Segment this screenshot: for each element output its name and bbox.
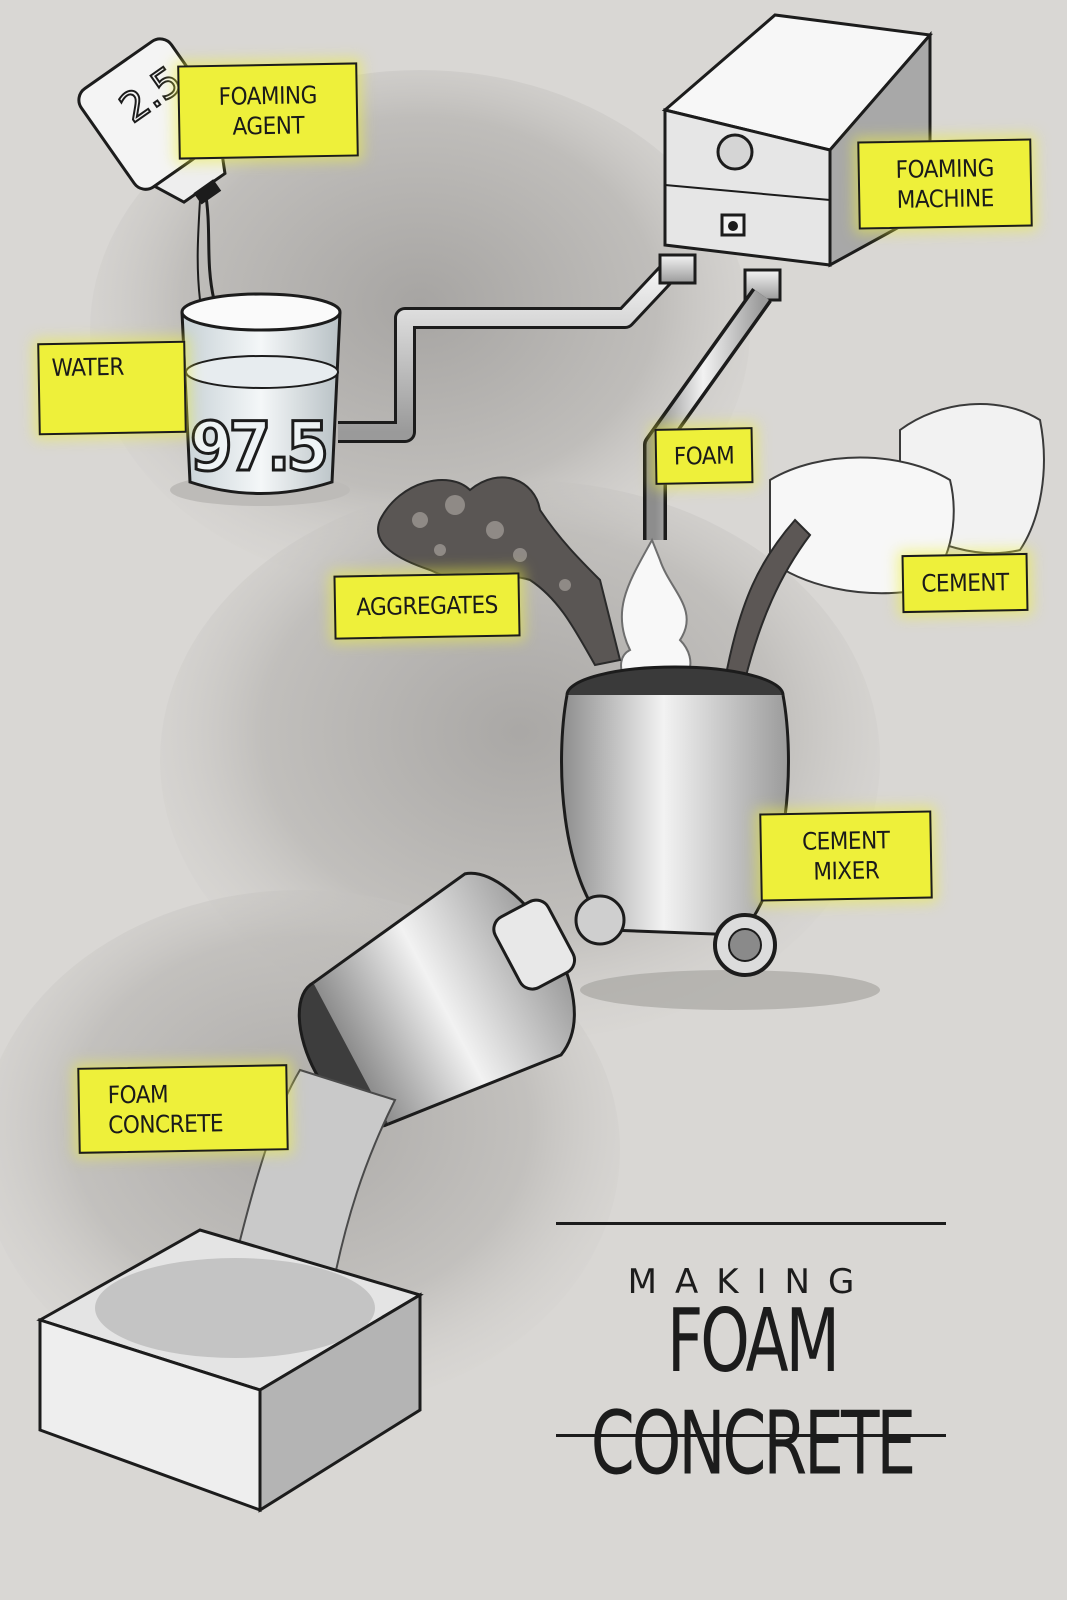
concrete-mold	[36, 1228, 424, 1513]
water-ratio: 97.5	[190, 408, 325, 487]
cement-mixer	[560, 665, 880, 1010]
label-foam: FOAM	[654, 427, 754, 485]
label-foam-text: FOAM	[673, 441, 735, 471]
label-cement: CEMENT	[901, 552, 1029, 614]
aggregates-pile	[377, 476, 622, 667]
label-foam-concrete: FOAM CONCRETE	[77, 1064, 289, 1154]
label-cement-mixer-line2: MIXER	[813, 856, 880, 886]
title-block: MAKING FOAM CONCRETE	[540, 1222, 960, 1495]
label-foaming-machine-line2: MACHINE	[896, 184, 994, 214]
label-foaming-agent-line1: FOAMING	[218, 81, 318, 111]
page-title: FOAM CONCRETE	[590, 1289, 916, 1495]
label-aggregates-text: AGGREGATES	[355, 590, 499, 622]
label-foaming-agent: FOAMING AGENT	[177, 62, 359, 160]
title-rule-bottom	[556, 1434, 946, 1437]
water-beaker	[170, 292, 350, 506]
label-foaming-agent-line2: AGENT	[232, 111, 305, 141]
label-foaming-machine-line1: FOAMING	[895, 154, 995, 184]
label-foaming-machine: FOAMING MACHINE	[857, 138, 1033, 230]
aggregates-texture	[412, 495, 571, 591]
pouring-mixer	[297, 871, 577, 1129]
label-cement-mixer: CEMENT MIXER	[759, 810, 933, 902]
title-rule-top	[556, 1222, 946, 1225]
label-foam-concrete-line2: CONCRETE	[108, 1109, 224, 1140]
label-water: WATER	[37, 340, 187, 436]
label-foam-concrete-line1: FOAM	[107, 1080, 169, 1110]
title-small: MAKING	[627, 1262, 873, 1302]
label-cement-text: CEMENT	[921, 568, 1009, 598]
label-aggregates: AGGREGATES	[333, 572, 521, 640]
label-water-text: WATER	[51, 352, 125, 383]
label-cement-mixer-line1: CEMENT	[801, 826, 890, 856]
